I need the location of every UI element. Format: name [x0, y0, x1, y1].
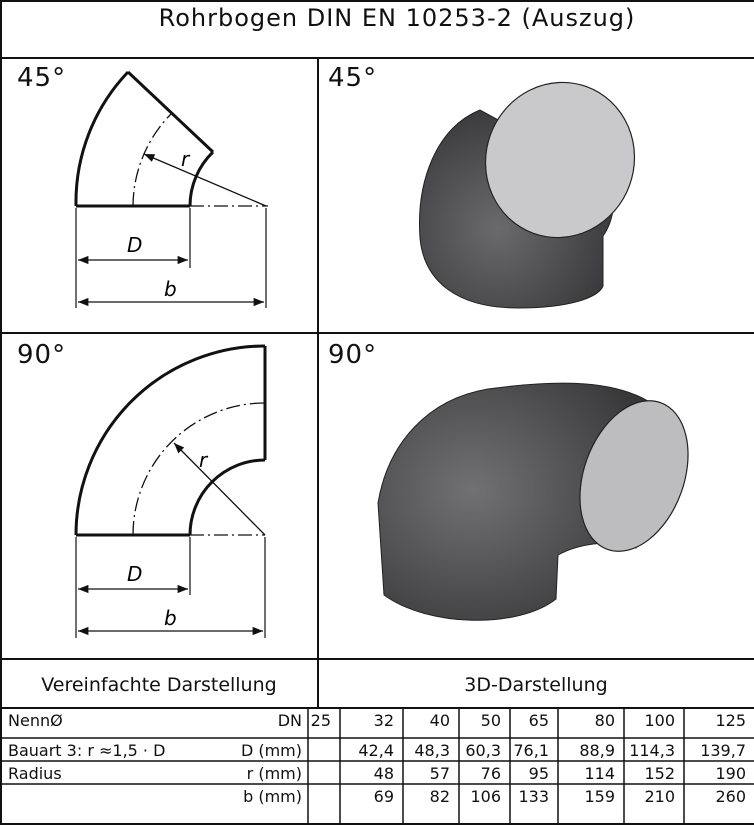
elbow-90-2d-drawing: D b r	[74, 344, 267, 638]
table-cell: 32	[373, 711, 394, 730]
dim-d-45: D	[127, 233, 142, 257]
table-cell: 76,1	[513, 741, 549, 760]
table-cell: 106	[470, 787, 501, 806]
table-row: Radius r (mm) 48 57 76 95 114 152 190	[8, 764, 754, 784]
elbow-90-3d-render	[377, 382, 689, 621]
dim-b-45: b	[164, 277, 177, 301]
sheet-title: Rohrbogen DIN EN 10253-2 (Auszug)	[158, 4, 636, 32]
table-cell: 65	[528, 711, 549, 730]
row-label: NennØ	[8, 711, 63, 730]
table-cell: 40	[429, 711, 450, 730]
table-cell: 210	[644, 787, 675, 806]
angle-label-90-3d: 90°	[328, 340, 378, 370]
table-cell: 159	[584, 787, 615, 806]
table-cell: 139,7	[700, 741, 746, 760]
dim-r-45: r	[181, 147, 191, 171]
table-cell: 50	[480, 711, 501, 730]
angle-label-45-2d: 45°	[17, 63, 67, 93]
dim-b-90: b	[164, 606, 177, 630]
dim-r-90: r	[199, 448, 209, 472]
elbow-45-3d-render	[419, 81, 636, 309]
row-unit: b (mm)	[243, 787, 302, 806]
table-cell: 48,3	[414, 741, 450, 760]
elbow-45-2d-drawing: D b r	[74, 70, 268, 308]
table-cell: 69	[373, 787, 394, 806]
table-cell: 57	[429, 764, 450, 783]
row-unit: D (mm)	[240, 741, 302, 760]
table-cell: 42,4	[358, 741, 394, 760]
table-cell: 60,3	[465, 741, 501, 760]
row-unit: r (mm)	[246, 764, 302, 783]
table-cell: 152	[644, 764, 675, 783]
table-cell: 88,9	[579, 741, 615, 760]
table-cell: 114	[584, 764, 615, 783]
label-3d-view: 3D-Darstellung	[464, 674, 608, 696]
row-label: Radius	[8, 764, 62, 783]
table-row: Bauart 3: r ≈1,5 · D D (mm) 42,4 48,3 60,3 76…	[8, 741, 754, 761]
table-cell: 25	[310, 711, 331, 730]
table-cell: 114,3	[629, 741, 675, 760]
table-cell: 125	[715, 711, 746, 730]
table-cell: 260	[715, 787, 746, 806]
angle-label-90-2d: 90°	[17, 340, 67, 370]
table-cell: 100	[644, 711, 675, 730]
table-cell: 82	[429, 787, 450, 806]
label-simplified-view: Vereinfachte Darstellung	[41, 674, 277, 696]
angle-label-45-3d: 45°	[328, 63, 378, 93]
table-row: b (mm) 69 82 106 133 159 210 260	[8, 787, 754, 807]
table-cell: 80	[594, 711, 615, 730]
table-cell: 48	[373, 764, 394, 783]
table-cell: 76	[480, 764, 501, 783]
table-cell: 95	[528, 764, 549, 783]
table-row: NennØ DN 25 32 40 50 65 80 100 125	[8, 711, 754, 731]
table-cell: 190	[715, 764, 746, 783]
table-cell: 133	[518, 787, 549, 806]
row-unit: DN	[277, 711, 302, 730]
dim-d-90: D	[127, 562, 142, 586]
row-label: Bauart 3: r ≈1,5 · D	[8, 741, 166, 760]
